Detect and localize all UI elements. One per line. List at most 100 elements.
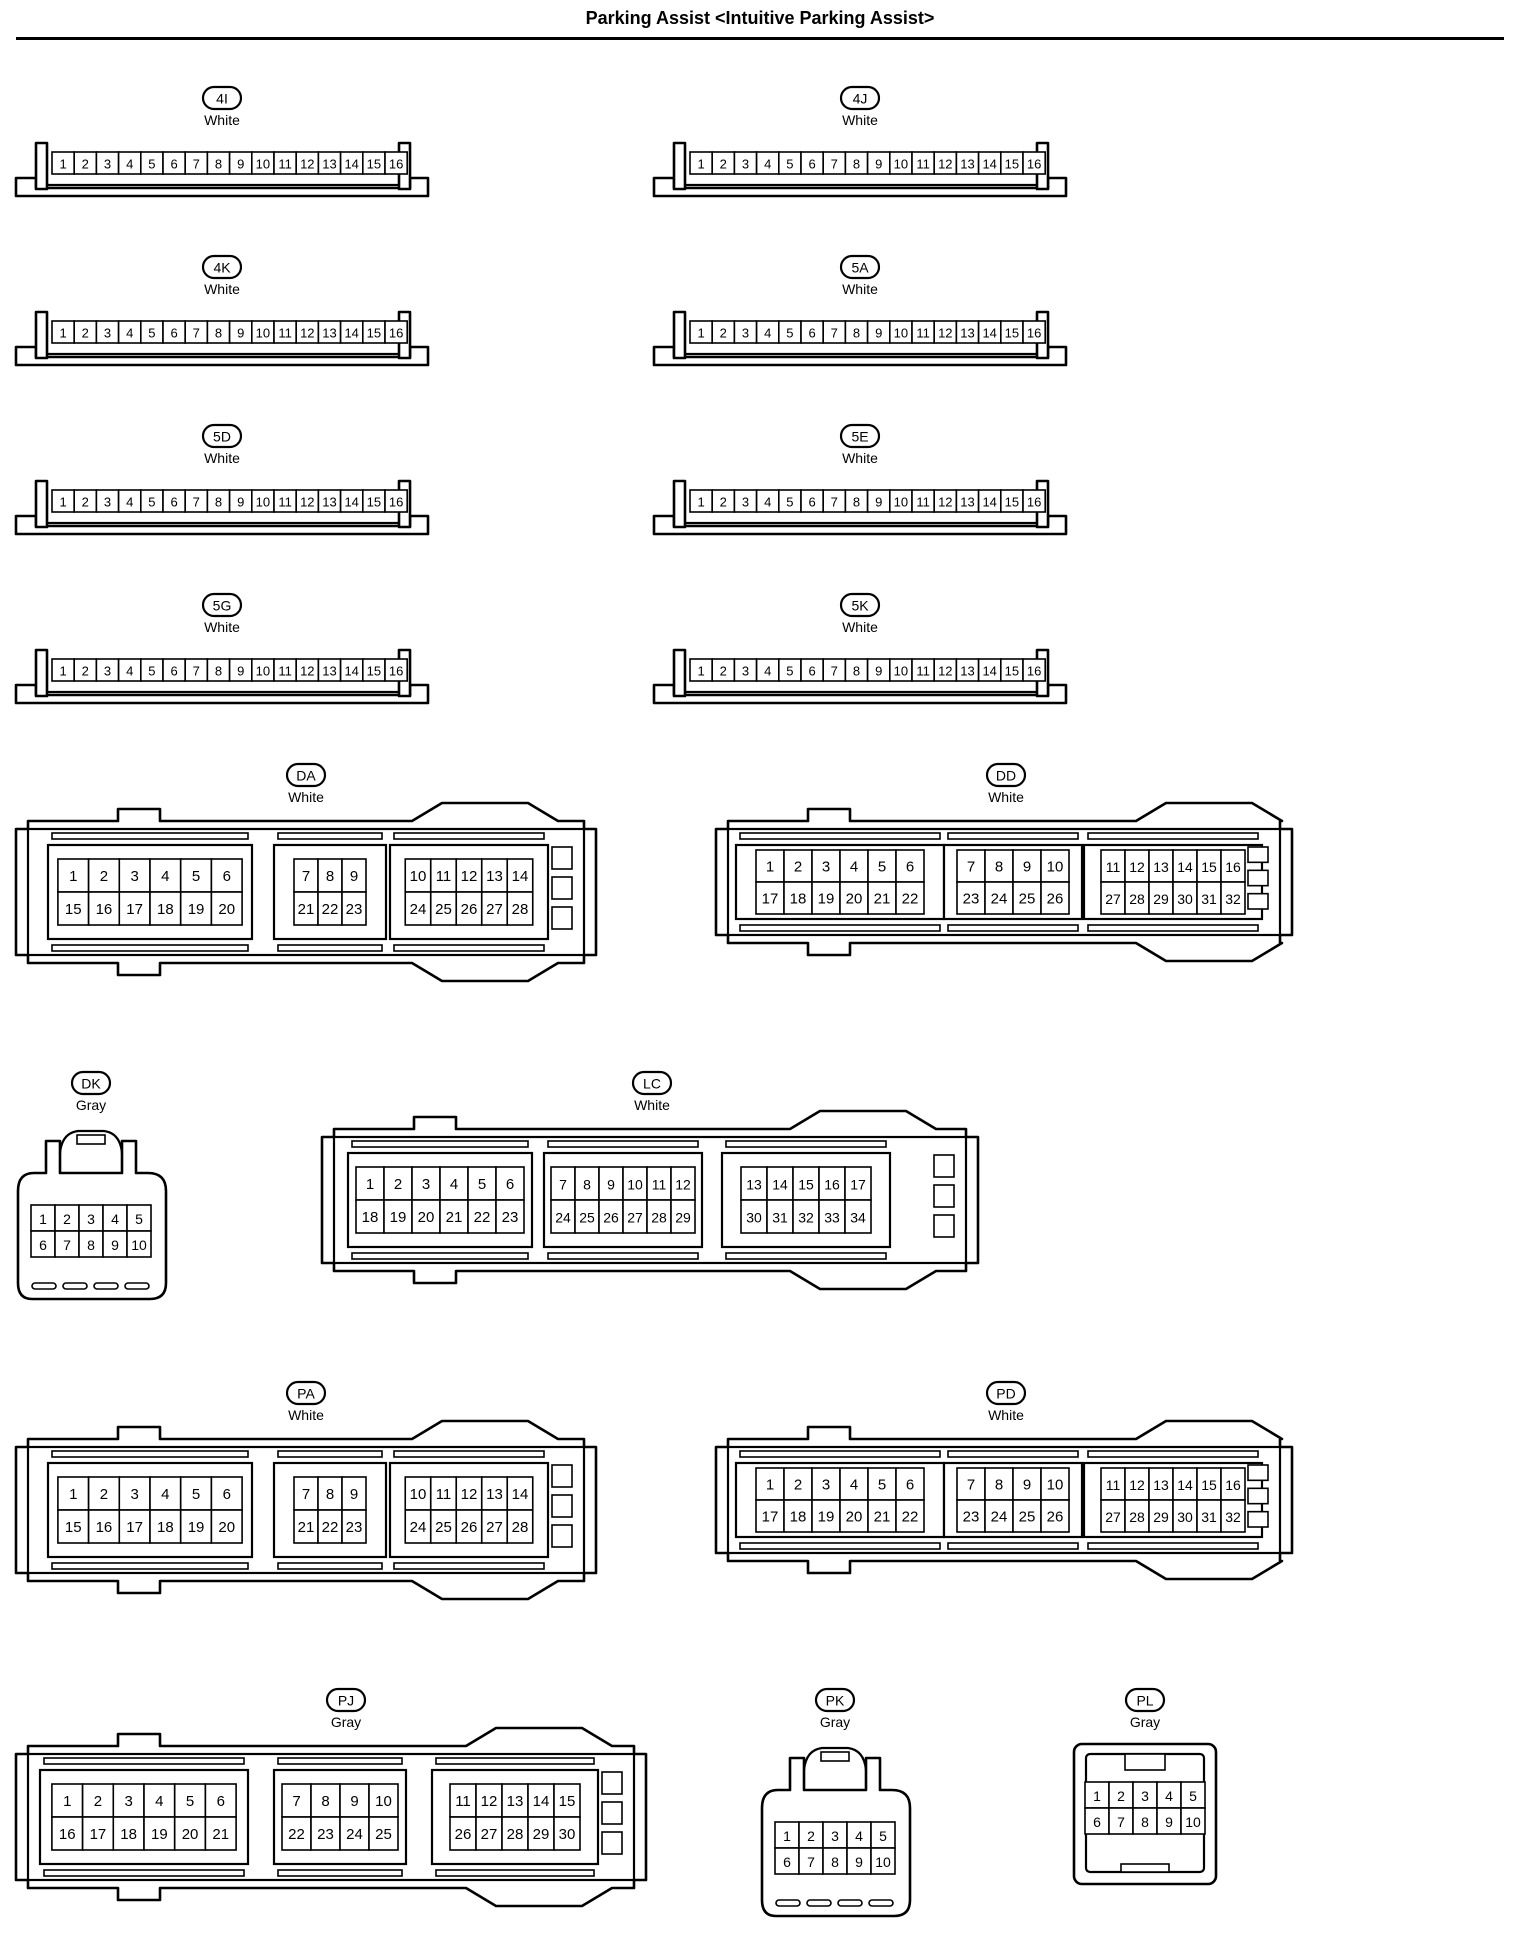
latch-block — [551, 1464, 573, 1488]
pin-number: 6 — [170, 326, 177, 341]
pin-number: 6 — [783, 1854, 791, 1870]
pin-number: 25 — [435, 901, 452, 918]
pin-number: 14 — [982, 664, 996, 679]
pin-number: 23 — [317, 1826, 334, 1843]
pin-cell — [598, 1199, 624, 1234]
pin-number: 4 — [155, 1793, 163, 1810]
pin-number: 11 — [916, 495, 930, 510]
connector-id: DA — [296, 768, 316, 784]
pin-number: 16 — [96, 901, 113, 918]
pin-number: 1 — [697, 326, 704, 341]
pin-cell — [1022, 489, 1047, 513]
pin-number: 26 — [1047, 1509, 1064, 1526]
pin-number: 1 — [59, 157, 66, 172]
pin-number: 7 — [967, 859, 975, 876]
pin-number: 29 — [675, 1210, 691, 1226]
housing-inner — [26, 827, 586, 957]
header-base — [652, 176, 1068, 198]
pin-cell — [1022, 658, 1047, 682]
pin-number: 13 — [322, 326, 336, 341]
pin-cell — [867, 1467, 897, 1501]
pin-cell — [495, 1166, 525, 1201]
pin-number: 12 — [461, 868, 478, 885]
pin-cell — [506, 858, 534, 893]
pin-number: 27 — [486, 1519, 503, 1536]
rail — [393, 832, 545, 840]
pin-cell — [774, 1847, 800, 1875]
pin-number: 10 — [627, 1177, 643, 1193]
housing-inner — [726, 1445, 1282, 1555]
pin-number: 14 — [344, 664, 358, 679]
pin-number: 8 — [326, 1486, 334, 1503]
pin-number: 15 — [1005, 495, 1019, 510]
pin-number: 4 — [111, 1211, 119, 1227]
pin-cell — [1196, 849, 1222, 883]
pin-cell — [501, 1816, 529, 1851]
latch-block — [1247, 1510, 1269, 1528]
connector-color: Gray — [820, 1714, 850, 1730]
pin-number: 10 — [894, 326, 908, 341]
header-left-wall — [34, 310, 49, 360]
pin-number: 1 — [69, 1486, 77, 1503]
pin-number: 2 — [100, 1486, 108, 1503]
pin-cell — [87, 858, 121, 893]
pin-number: 19 — [188, 1519, 205, 1536]
pin-cell — [506, 1509, 534, 1544]
pin-number: 13 — [1153, 859, 1169, 875]
pin-cell — [383, 1166, 413, 1201]
pin-number: 23 — [502, 1209, 519, 1226]
header-base — [652, 345, 1068, 367]
connector-color: White — [204, 619, 240, 635]
pin-number: 6 — [906, 859, 914, 876]
pin-number: 14 — [344, 326, 358, 341]
pin-number: 24 — [410, 901, 427, 918]
pin-number: 9 — [237, 664, 244, 679]
pin-number: 3 — [87, 1211, 95, 1227]
pin-number: 13 — [322, 495, 336, 510]
pin-number: 4 — [161, 1486, 169, 1503]
pin-number: 15 — [1201, 859, 1217, 875]
pin-number: 13 — [960, 495, 974, 510]
pin-number: 24 — [991, 1509, 1008, 1526]
lock-arm — [58, 1129, 124, 1154]
pin-number: 1 — [1093, 1788, 1101, 1804]
pin-number: 5 — [186, 1793, 194, 1810]
pin-number: 15 — [65, 1519, 82, 1536]
pin-cell — [204, 1816, 237, 1851]
pin-cell — [429, 1476, 458, 1511]
pin-number: 28 — [512, 901, 529, 918]
connector-color: Gray — [76, 1097, 106, 1113]
pin-number: 10 — [894, 495, 908, 510]
pin-cell — [210, 858, 243, 893]
pin-number: 6 — [223, 1486, 231, 1503]
pin-number: 9 — [1023, 1477, 1031, 1494]
pin-number: 9 — [875, 157, 882, 172]
rail — [393, 1450, 545, 1458]
pin-number: 27 — [1105, 1509, 1121, 1525]
pin-number: 31 — [1201, 1509, 1217, 1525]
pin-number: 7 — [193, 157, 200, 172]
pin-cell — [475, 1816, 503, 1851]
pin-number: 11 — [916, 326, 930, 341]
pin-number: 7 — [302, 868, 310, 885]
pin-number: 6 — [170, 495, 177, 510]
pin-number: 24 — [555, 1210, 571, 1226]
connector-id-badge — [201, 592, 243, 618]
rail — [739, 1542, 941, 1550]
pin-number: 27 — [481, 1826, 498, 1843]
pin-number: 22 — [288, 1826, 305, 1843]
pin-number: 14 — [512, 868, 529, 885]
pin-number: 15 — [1005, 664, 1019, 679]
pin-number: 11 — [278, 326, 292, 341]
pin-cell — [755, 1499, 785, 1533]
connector-color: White — [204, 281, 240, 297]
rail — [739, 924, 941, 932]
pin-cell — [384, 658, 409, 682]
rail — [725, 1252, 887, 1260]
pin-cell — [179, 891, 213, 926]
pin-number: 2 — [794, 859, 802, 876]
pin-number: 11 — [278, 664, 292, 679]
pin-cell — [293, 891, 319, 926]
connector-id: DK — [81, 1076, 101, 1092]
